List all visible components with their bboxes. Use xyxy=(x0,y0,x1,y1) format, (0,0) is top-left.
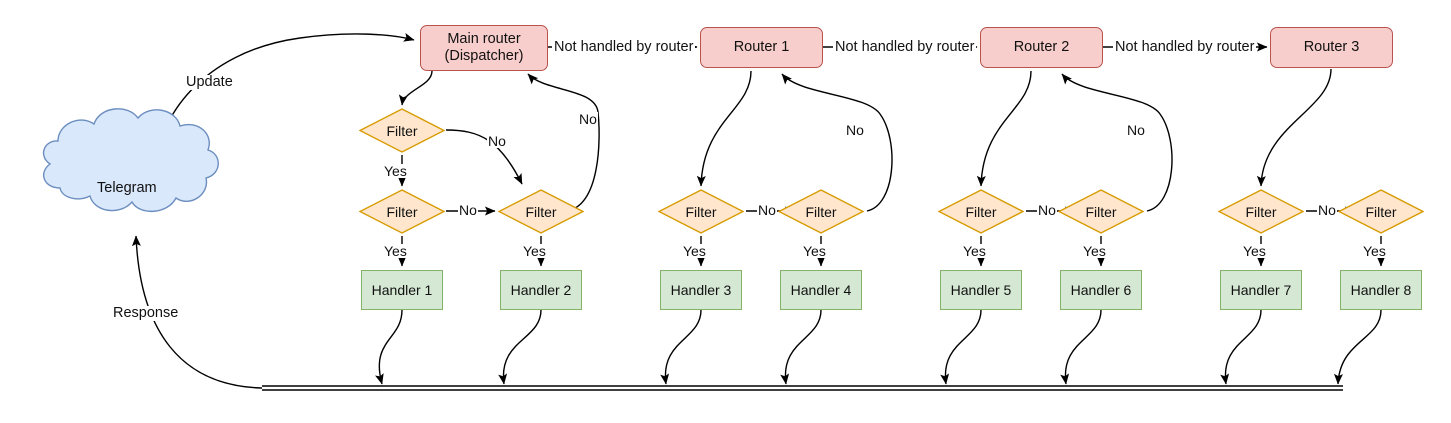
router-1-label: Router 1 xyxy=(733,39,790,56)
node-filter-a3[interactable]: Filter xyxy=(1218,189,1304,234)
node-filter-b2[interactable]: Filter xyxy=(1058,189,1144,234)
edge-label-no-2: No xyxy=(458,202,478,218)
edge-label-yes-5: Yes xyxy=(962,243,987,259)
telegram-cloud-label: Telegram xyxy=(97,180,157,196)
node-filter-b0[interactable]: Filter xyxy=(498,189,584,234)
handler-1-label: Handler 1 xyxy=(371,281,433,298)
node-handler-6[interactable]: Handler 6 xyxy=(1060,270,1142,310)
edge-label-no-7: No xyxy=(1317,202,1337,218)
handler-7-label: Handler 7 xyxy=(1230,281,1292,298)
diamond-shape xyxy=(1218,189,1304,234)
filter-b3-label: Filter xyxy=(1365,203,1397,220)
edge-label-yes-8: Yes xyxy=(1362,243,1387,259)
edge-label-response: Response xyxy=(111,305,181,321)
node-router-1[interactable]: Router 1 xyxy=(700,27,823,68)
router-3-label: Router 3 xyxy=(1303,39,1360,56)
filter-a0-label: Filter xyxy=(386,203,418,220)
diamond-shape xyxy=(658,189,744,234)
diamond-shape xyxy=(359,108,445,153)
node-handler-4[interactable]: Handler 4 xyxy=(780,270,862,310)
diamond-shape xyxy=(778,189,864,234)
edge-label-yes-4: Yes xyxy=(802,243,827,259)
handler-2-label: Handler 2 xyxy=(510,281,572,298)
edge-label-no-1: No xyxy=(578,111,598,127)
response-bus xyxy=(262,385,1343,391)
diamond-shape xyxy=(498,189,584,234)
handler-8-label: Handler 8 xyxy=(1350,281,1412,298)
edge-label-no-4: No xyxy=(757,202,777,218)
node-handler-2[interactable]: Handler 2 xyxy=(500,270,582,310)
node-handler-5[interactable]: Handler 5 xyxy=(940,270,1022,310)
node-handler-7[interactable]: Handler 7 xyxy=(1220,270,1302,310)
edge-label-not-handled-3: Not handled by router xyxy=(1113,39,1257,55)
filter-b0-label: Filter xyxy=(525,203,557,220)
node-handler-3[interactable]: Handler 3 xyxy=(660,270,742,310)
node-main-router[interactable]: Main router (Dispatcher) xyxy=(420,25,548,71)
edge-label-yes-0: Yes xyxy=(383,163,408,179)
edge-label-yes-7: Yes xyxy=(1242,243,1267,259)
main-router-label-line2: (Dispatcher) xyxy=(444,48,524,64)
diamond-shape xyxy=(359,189,445,234)
handler-4-label: Handler 4 xyxy=(790,281,852,298)
diamond-shape xyxy=(1058,189,1144,234)
handler-5-label: Handler 5 xyxy=(950,281,1012,298)
node-handler-8[interactable]: Handler 8 xyxy=(1340,270,1422,310)
node-filter-a2[interactable]: Filter xyxy=(938,189,1024,234)
filter-top-0-label: Filter xyxy=(386,122,418,139)
node-filter-b1[interactable]: Filter xyxy=(778,189,864,234)
edge-label-no-5: No xyxy=(1126,122,1146,138)
edge-label-not-handled-1: Not handled by router xyxy=(552,39,696,55)
filter-a1-label: Filter xyxy=(685,203,717,220)
edge-label-yes-2: Yes xyxy=(522,243,547,259)
handler-6-label: Handler 6 xyxy=(1070,281,1132,298)
handler-3-label: Handler 3 xyxy=(670,281,732,298)
edge-label-no-6: No xyxy=(1037,202,1057,218)
node-handler-1[interactable]: Handler 1 xyxy=(361,270,443,310)
node-filter-top-0[interactable]: Filter xyxy=(359,108,445,153)
node-filter-a1[interactable]: Filter xyxy=(658,189,744,234)
filter-a3-label: Filter xyxy=(1245,203,1277,220)
diamond-shape xyxy=(1338,189,1424,234)
edge-label-no-0: No xyxy=(487,133,507,149)
diamond-shape xyxy=(938,189,1024,234)
node-router-3[interactable]: Router 3 xyxy=(1270,27,1393,68)
edge-label-yes-3: Yes xyxy=(682,243,707,259)
filter-b1-label: Filter xyxy=(805,203,837,220)
filter-b2-label: Filter xyxy=(1085,203,1117,220)
edge-label-yes-6: Yes xyxy=(1082,243,1107,259)
node-filter-a0[interactable]: Filter xyxy=(359,189,445,234)
node-router-2[interactable]: Router 2 xyxy=(980,27,1103,68)
edge-label-no-3: No xyxy=(845,122,865,138)
filter-a2-label: Filter xyxy=(965,203,997,220)
node-filter-b3[interactable]: Filter xyxy=(1338,189,1424,234)
main-router-label-line1: Main router xyxy=(447,31,521,48)
edge-label-update: Update xyxy=(184,74,235,90)
edge-label-yes-1: Yes xyxy=(383,243,408,259)
edge-label-not-handled-2: Not handled by router xyxy=(833,39,977,55)
router-2-label: Router 2 xyxy=(1013,39,1070,56)
